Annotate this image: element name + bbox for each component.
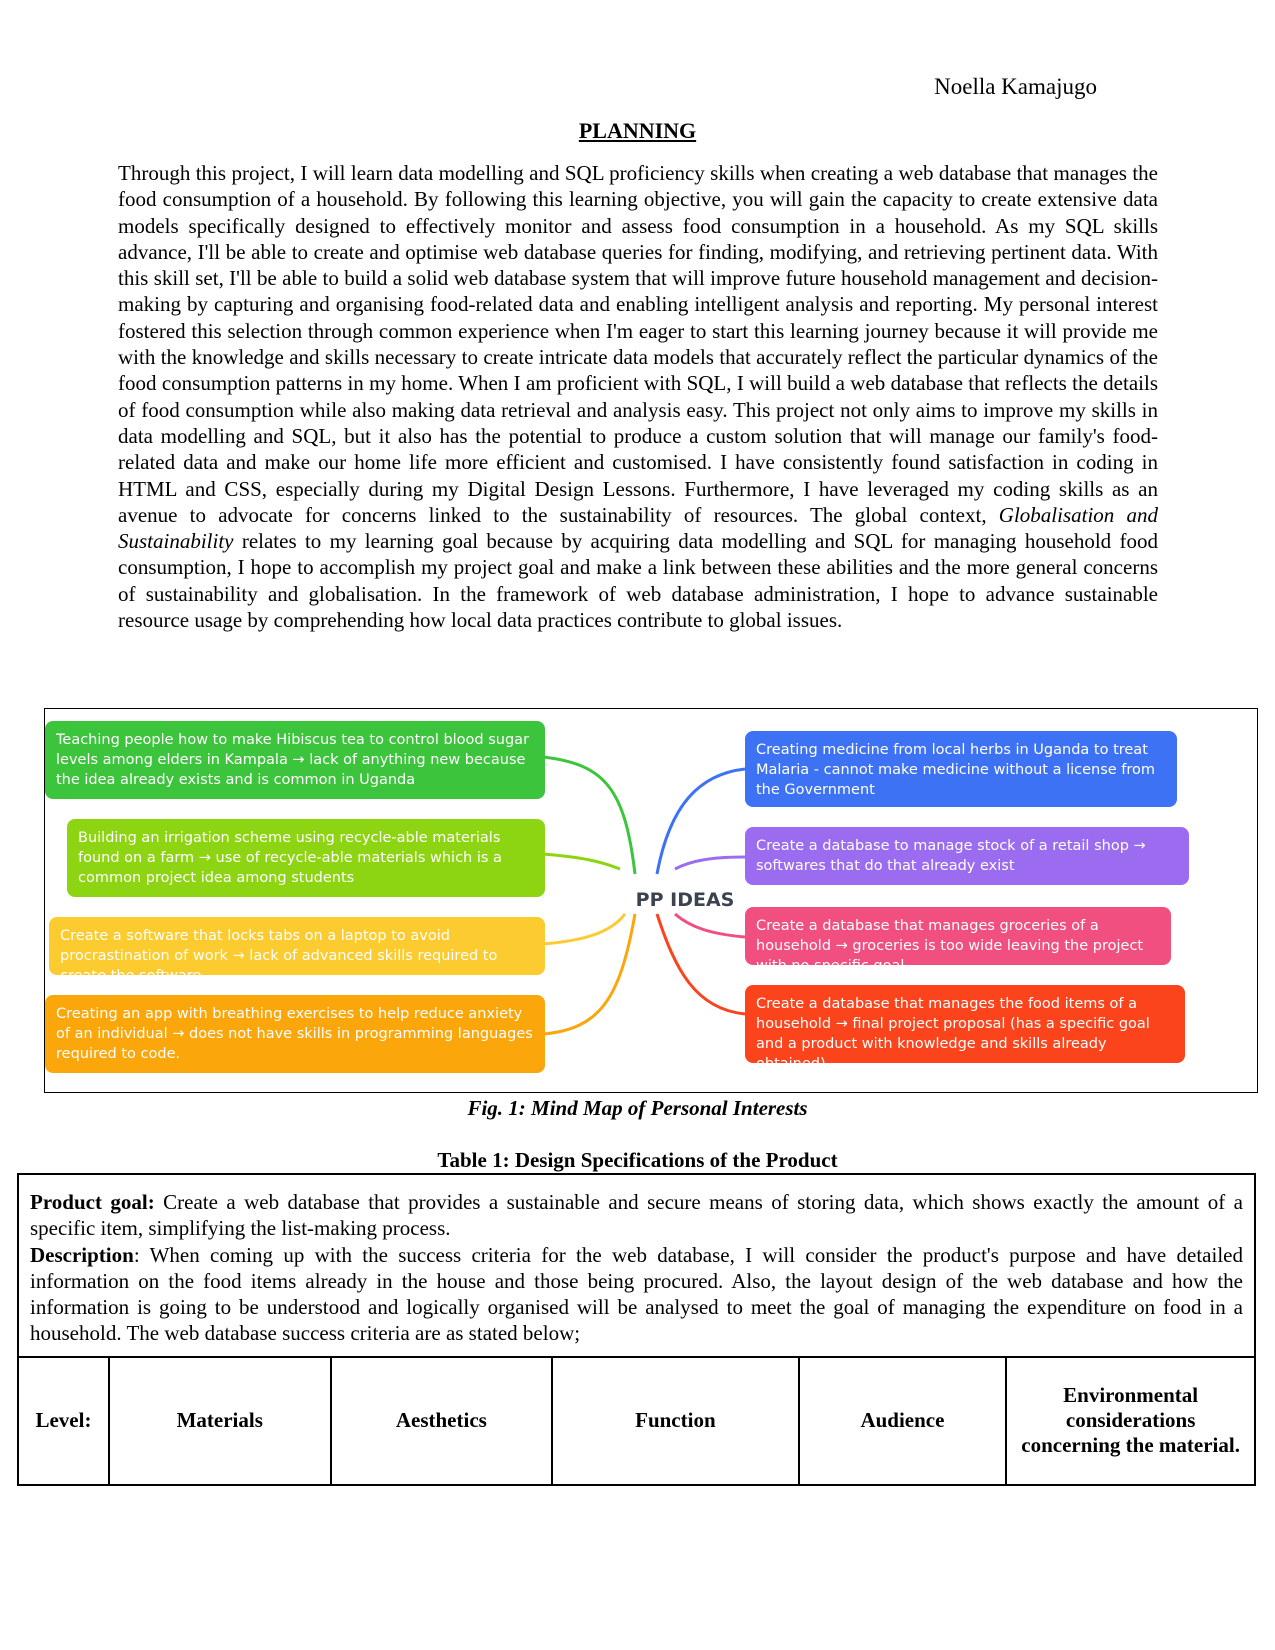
header-function: Function [551, 1355, 800, 1486]
header-aesthetics: Aesthetics [329, 1355, 554, 1486]
idea-tab-locking-software: Create a software that locks tabs on a l… [49, 917, 545, 984]
product-goal-text: Create a web database that provides a su… [30, 1190, 1243, 1241]
branch-right-1 [655, 767, 746, 875]
mind-map: PP IDEAS Teaching people how to make Hib… [44, 708, 1258, 1093]
product-goal: Product goal: Create a web database that… [30, 1189, 1243, 1242]
idea-breathing-app: Creating an app with breathing exercises… [45, 995, 545, 1073]
author-name: Noella Kamajugo [934, 74, 1097, 99]
intro-global-context: Globalisation and Sustainability [118, 502, 1158, 554]
idea-hibiscus-tea: Teaching people how to make Hibiscus tea… [45, 721, 545, 799]
branch-right-4 [655, 913, 746, 1016]
table-caption: Table 1: Design Specifications of the Pr… [437, 1148, 838, 1172]
description: Description: When coming up with the suc… [30, 1242, 1243, 1347]
idea-retail-stock-database: Create a database to manage stock of a r… [745, 827, 1189, 885]
idea-groceries-database: Create a database that manages groceries… [745, 907, 1171, 974]
product-goal-label: Product goal: [30, 1190, 155, 1214]
branch-left-3 [542, 913, 627, 946]
branch-right-2 [674, 855, 746, 871]
header-audience: Audience [797, 1355, 1008, 1486]
idea-herbal-medicine: Creating medicine from local herbs in Ug… [745, 731, 1177, 807]
branch-left-2 [542, 852, 621, 871]
intro-text-2: relates to my learning goal because by a… [118, 529, 1158, 633]
design-specifications-table: Product goal: Create a web database that… [17, 1173, 1256, 1486]
intro-paragraph: Through this project, I will learn data … [118, 160, 1158, 633]
page-heading: PLANNING [578, 118, 697, 143]
idea-irrigation-scheme: Building an irrigation scheme using recy… [67, 819, 545, 897]
header-level: Level: [17, 1355, 110, 1486]
header-materials: Materials [107, 1355, 332, 1486]
figure-caption: Fig. 1: Mind Map of Personal Interests [467, 1096, 808, 1120]
mind-map-center: PP IDEAS [635, 889, 735, 911]
description-text: : When coming up with the success criter… [30, 1242, 1243, 1346]
branch-right-3 [674, 912, 746, 939]
branch-left-4 [542, 913, 637, 1036]
description-label: Description [30, 1242, 134, 1267]
idea-food-items-database: Create a database that manages the food … [745, 985, 1185, 1072]
header-environmental-considerations: Environmental considerations concerning … [1005, 1355, 1256, 1486]
intro-text-1: Through this project, I will learn data … [118, 161, 1158, 527]
goal-description-cell: Product goal: Create a web database that… [17, 1173, 1256, 1358]
branch-left-1 [542, 755, 637, 875]
mind-map-branches [542, 755, 746, 1036]
